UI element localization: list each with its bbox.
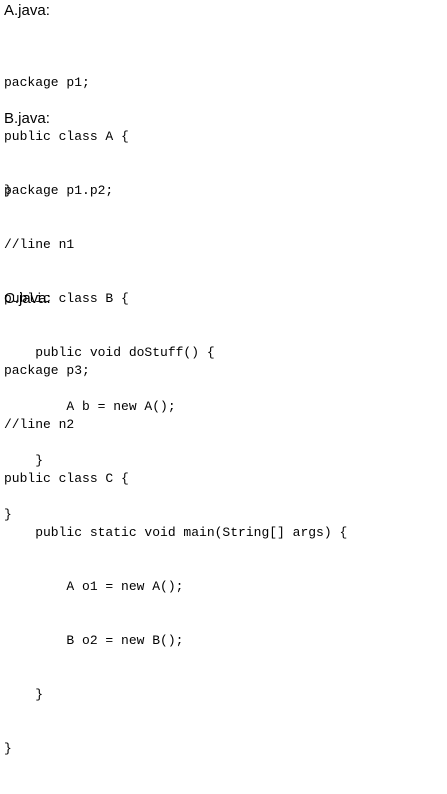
code-block-b: package p1.p2; //line n1 public class B …: [4, 146, 215, 560]
document-page: A.java: package p1; public class A { } B…: [4, 2, 347, 756]
code-line: B o2 = new B();: [4, 633, 184, 648]
code-line: //line n1: [4, 237, 75, 252]
code-line: package p1.p2;: [4, 183, 114, 198]
code-line: package p1;: [4, 75, 90, 90]
code-line: }: [4, 183, 12, 198]
code-line: public class A {: [4, 129, 129, 144]
file-heading-a: A.java:: [4, 2, 50, 19]
code-line: public void doStuff() {: [4, 345, 215, 360]
code-line: //line n2: [4, 417, 75, 432]
file-heading-c: C.java:: [4, 290, 51, 307]
code-line: }: [4, 687, 44, 702]
code-line: A b = new A();: [4, 399, 176, 414]
code-line: A o1 = new A();: [4, 579, 184, 594]
code-block-c: package p3; //line n2 public class C { p…: [4, 326, 347, 794]
code-line: package p3;: [4, 363, 90, 378]
code-line: }: [4, 453, 44, 468]
code-line: }: [4, 741, 12, 756]
code-block-a: package p1; public class A { }: [4, 38, 129, 236]
code-line: public class B {: [4, 291, 129, 306]
code-line: public class C {: [4, 471, 129, 486]
code-line: public static void main(String[] args) {: [4, 525, 348, 540]
file-heading-b: B.java:: [4, 110, 50, 127]
